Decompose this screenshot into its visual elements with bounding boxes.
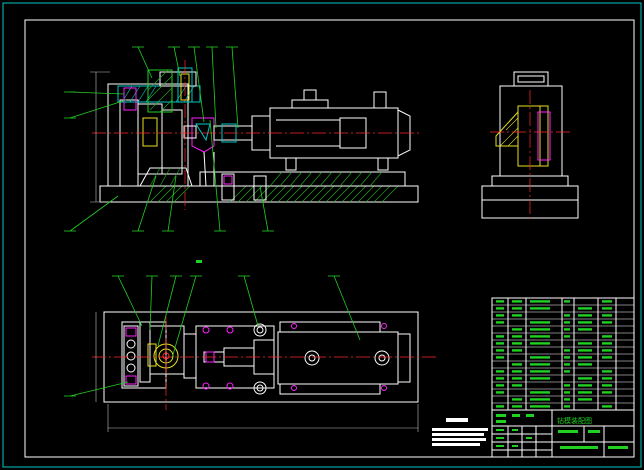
parts-cell-mark — [530, 328, 550, 331]
technical-notes — [432, 418, 488, 446]
parts-cell-mark — [530, 300, 550, 303]
title-block: 钻模装配图 — [491, 409, 635, 458]
parts-cell-mark — [578, 384, 592, 387]
parts-cell-mark — [512, 314, 522, 317]
parts-cell-mark — [530, 307, 550, 310]
parts-cell-mark — [530, 363, 550, 366]
top-view-leaders — [64, 275, 361, 397]
parts-cell-mark — [530, 405, 550, 408]
parts-cell-mark — [530, 321, 550, 324]
parts-cell-mark — [602, 321, 612, 324]
parts-cell-mark — [564, 349, 570, 352]
parts-cell-mark — [530, 335, 550, 338]
parts-cell-mark — [602, 391, 612, 394]
parts-cell-mark — [512, 335, 522, 338]
parts-cell-mark — [496, 405, 504, 408]
top-cylinder — [277, 331, 399, 385]
parts-cell-mark — [564, 384, 570, 387]
parts-cell-mark — [578, 321, 592, 324]
parts-cell-mark — [578, 398, 592, 401]
parts-cell-mark — [512, 328, 522, 331]
parts-cell-mark — [512, 342, 522, 345]
side-view — [481, 71, 579, 222]
parts-list-table — [491, 297, 635, 411]
parts-cell-mark — [602, 314, 612, 317]
parts-cell-mark — [564, 405, 570, 408]
parts-cell-mark — [578, 377, 592, 380]
base-hatch — [149, 185, 399, 203]
parts-cell-mark — [602, 307, 612, 310]
parts-cell-mark — [530, 342, 550, 345]
parts-cell-mark — [564, 321, 570, 324]
inner-frame — [24, 19, 635, 458]
parts-cell-mark — [496, 342, 504, 345]
parts-cell-mark — [512, 370, 522, 373]
front-view-leaders — [64, 46, 274, 232]
parts-cell-mark — [496, 349, 504, 352]
parts-cell-mark — [512, 405, 522, 408]
parts-cell-mark — [564, 363, 570, 366]
parts-cell-mark — [602, 370, 612, 373]
parts-cell-mark — [564, 335, 570, 338]
parts-cell-mark — [602, 377, 612, 380]
front-view — [90, 60, 420, 210]
parts-cell-mark — [602, 405, 612, 408]
parts-cell-mark — [496, 384, 504, 387]
parts-cell-mark — [564, 398, 570, 401]
parts-cell-mark — [578, 356, 592, 359]
parts-cell-mark — [602, 356, 612, 359]
parts-cell-mark — [530, 391, 550, 394]
parts-cell-mark — [564, 356, 570, 359]
parts-cell-mark — [602, 300, 612, 303]
parts-cell-mark — [496, 307, 504, 310]
parts-cell-mark — [602, 335, 612, 338]
parts-cell-mark — [564, 370, 570, 373]
parts-cell-mark — [578, 349, 592, 352]
parts-cell-mark — [496, 356, 504, 359]
parts-cell-mark — [512, 398, 522, 401]
parts-cell-mark — [496, 335, 504, 338]
parts-cell-mark — [602, 342, 612, 345]
parts-cell-mark — [512, 377, 522, 380]
parts-cell-mark — [496, 391, 504, 394]
parts-cell-mark — [578, 363, 592, 366]
parts-cell-mark — [512, 349, 522, 352]
parts-cell-mark — [512, 300, 522, 303]
parts-cell-mark — [530, 356, 550, 359]
parts-cell-mark — [496, 300, 504, 303]
parts-cell-mark — [564, 314, 570, 317]
parts-cell-mark — [512, 384, 522, 387]
parts-cell-mark — [530, 398, 550, 401]
parts-cell-mark — [602, 384, 612, 387]
parts-cell-mark — [578, 314, 592, 317]
top-view — [92, 311, 436, 432]
parts-cell-mark — [564, 391, 570, 394]
parts-cell-mark — [530, 370, 550, 373]
parts-cell-mark — [512, 363, 522, 366]
parts-cell-mark — [578, 307, 592, 310]
parts-cell-mark — [602, 349, 612, 352]
parts-cell-mark — [496, 314, 504, 317]
parts-cell-mark — [496, 321, 504, 324]
parts-cell-mark — [578, 391, 592, 394]
parts-cell-mark — [564, 328, 570, 331]
parts-cell-mark — [496, 370, 504, 373]
parts-cell-mark — [512, 307, 522, 310]
parts-cell-mark — [530, 377, 550, 380]
parts-cell-mark — [578, 342, 592, 345]
parts-cell-mark — [564, 300, 570, 303]
title-block-label: 钻模装配图 — [557, 416, 592, 425]
parts-cell-mark — [578, 328, 592, 331]
parts-cell-mark — [496, 377, 504, 380]
